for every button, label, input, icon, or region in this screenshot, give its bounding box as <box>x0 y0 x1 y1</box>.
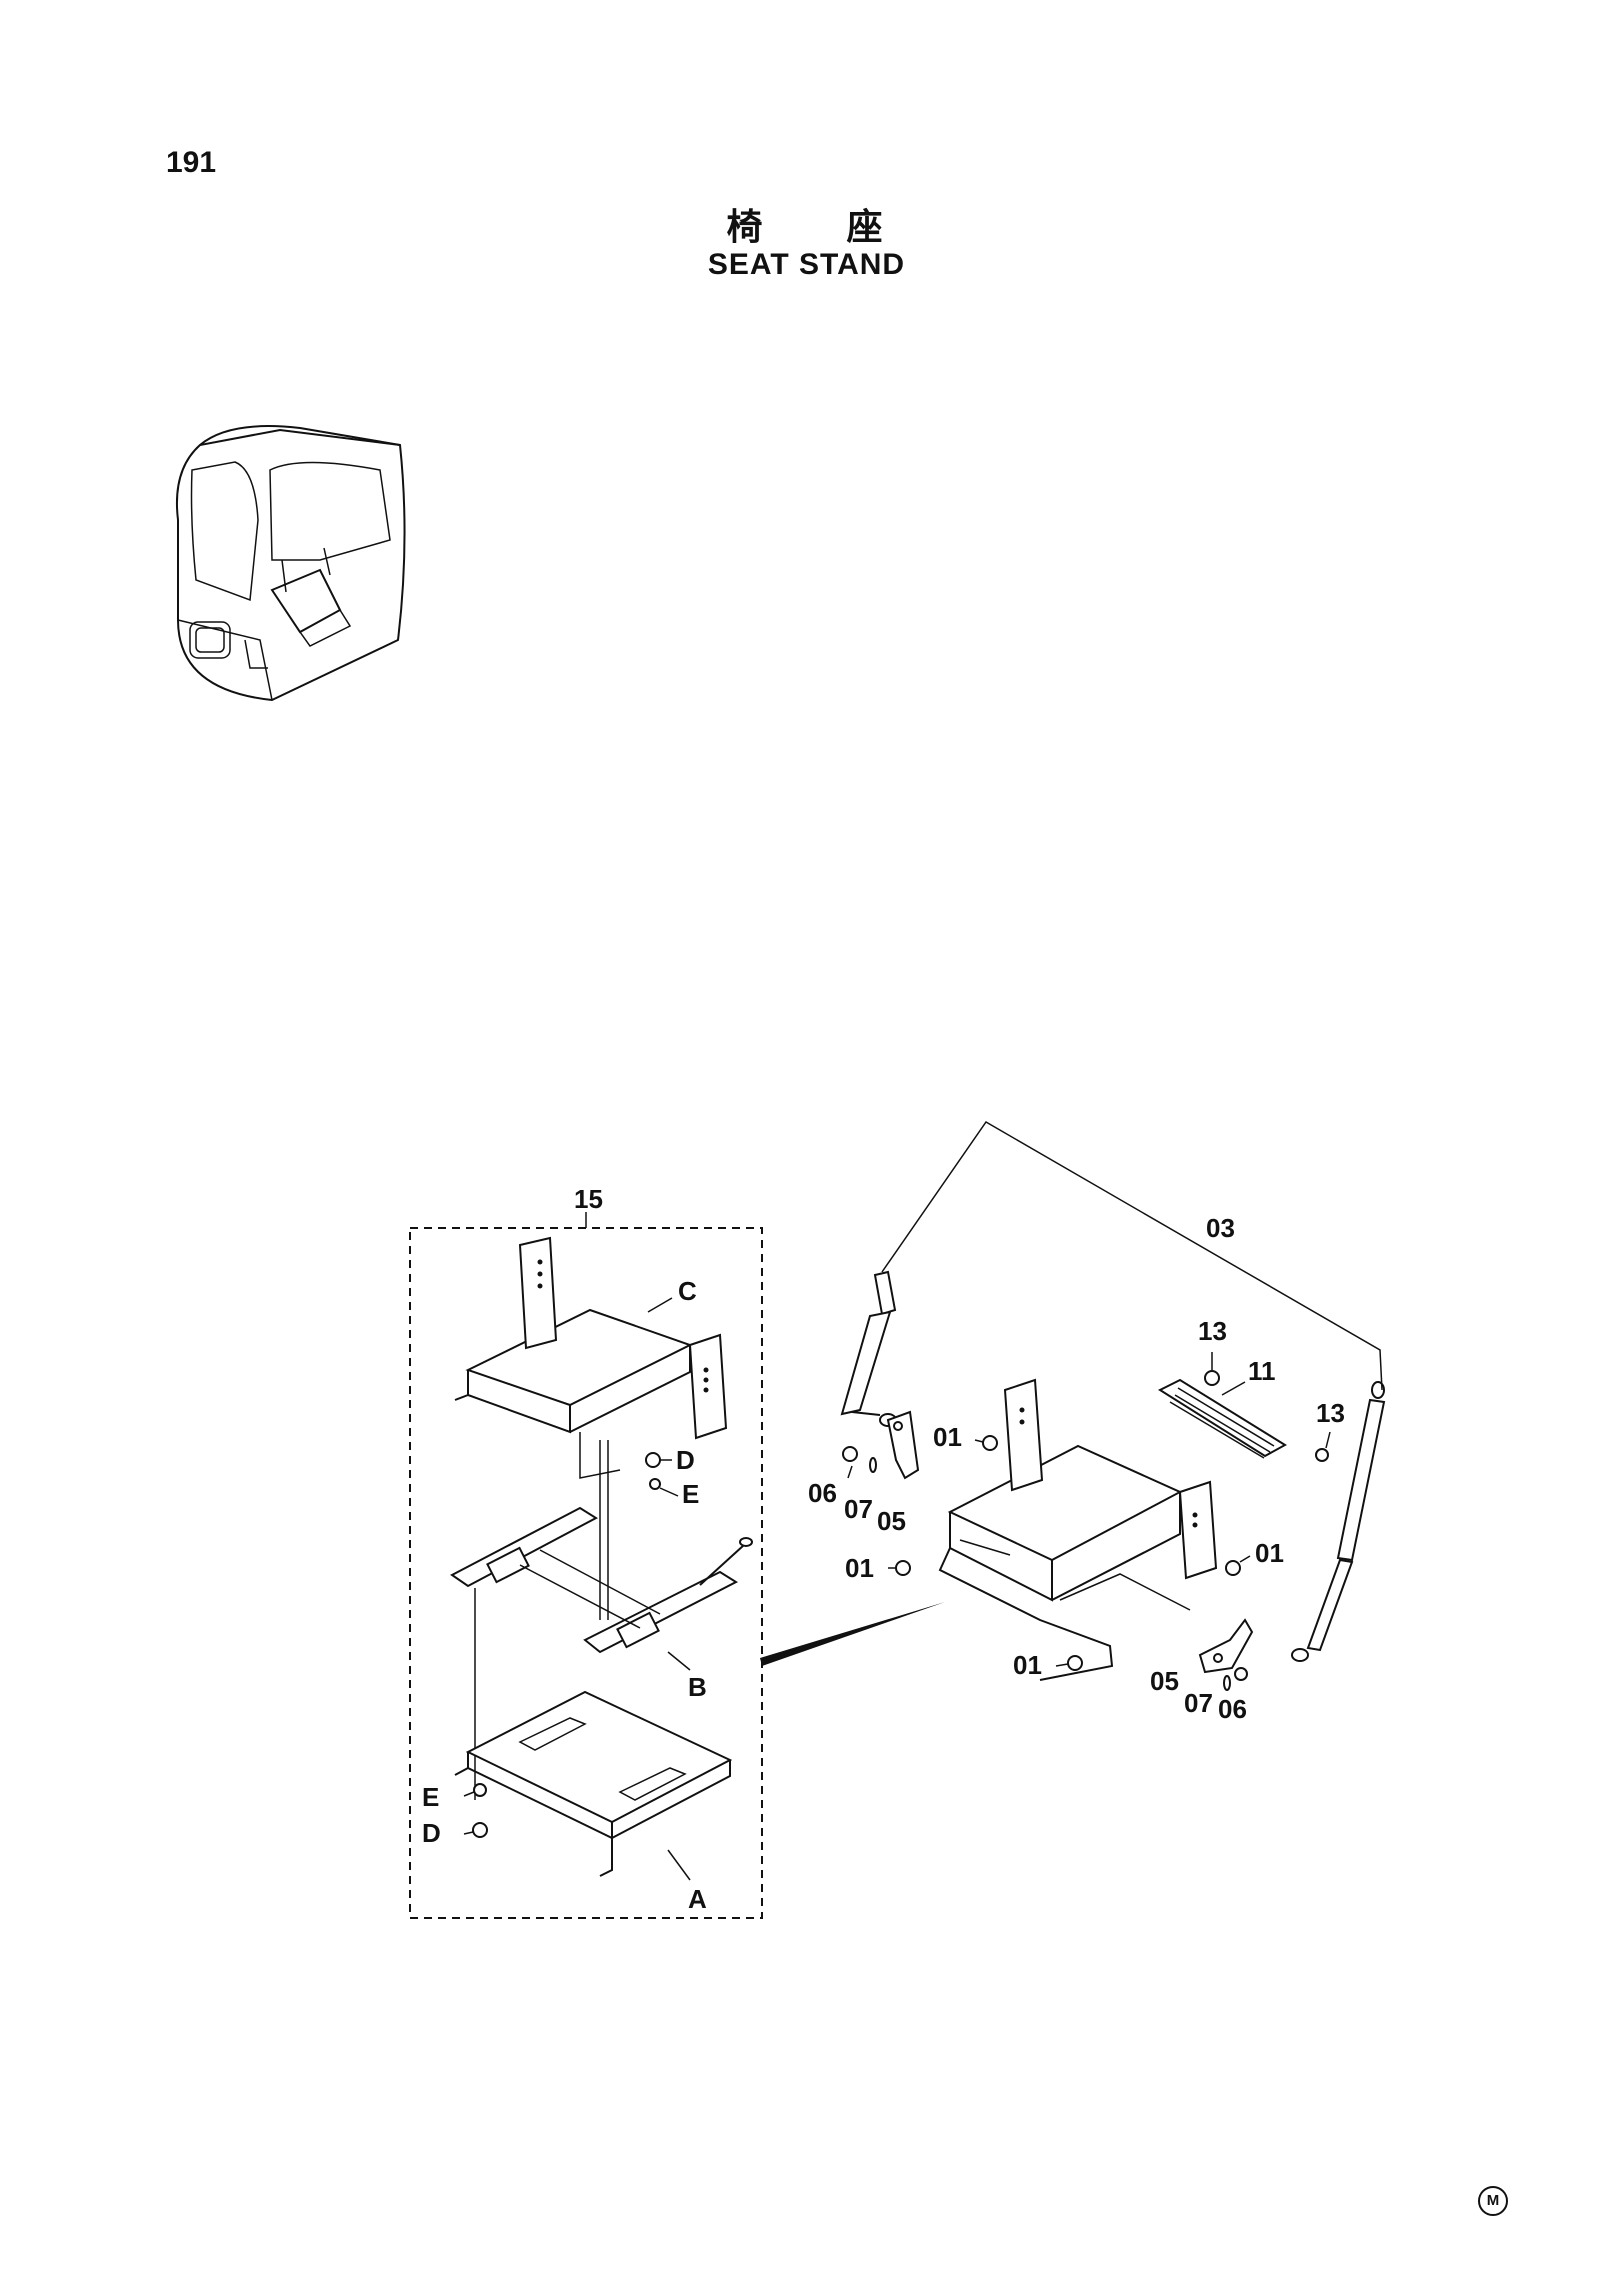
spring-leader <box>881 1121 1383 1391</box>
callout-01-top: 01 <box>933 1422 962 1452</box>
callout-15: 15 <box>574 1184 603 1214</box>
callout-03: 03 <box>1206 1213 1235 1243</box>
callout-A: A <box>688 1884 707 1914</box>
bracket-right <box>1198 1618 1254 1674</box>
callout-07-right: 07 <box>1184 1688 1213 1718</box>
corner-mark: M <box>1478 2186 1508 2216</box>
pointer-arrow <box>760 1602 945 1666</box>
base-plate <box>454 1690 733 1877</box>
bracket-left <box>886 1410 920 1480</box>
page-title: SEAT STAND <box>707 248 906 281</box>
callout-B: B <box>688 1672 707 1702</box>
seat-frame-right <box>938 1378 1218 1681</box>
callout-01-left: 01 <box>845 1553 874 1583</box>
callout-01-right: 01 <box>1255 1538 1284 1568</box>
title-japanese: 椅 座 <box>726 207 887 248</box>
page-number: 191 <box>166 146 217 179</box>
seat-frame-left <box>454 1236 728 1479</box>
callout-13-right: 13 <box>1316 1398 1345 1428</box>
gas-spring-left <box>840 1270 897 1427</box>
callout-C: C <box>678 1276 697 1306</box>
callout-13-left: 13 <box>1198 1316 1227 1346</box>
callout-D-lower: D <box>422 1818 441 1848</box>
callout-11: 11 <box>1248 1356 1276 1386</box>
cover-plate <box>1157 1378 1287 1459</box>
callout-E-lower: E <box>422 1782 439 1812</box>
callout-01-bottom: 01 <box>1013 1650 1042 1680</box>
callout-07-left: 07 <box>844 1494 873 1524</box>
callout-06-left: 06 <box>808 1478 837 1508</box>
callout-05-right: 05 <box>1150 1666 1179 1696</box>
callout-06-right: 06 <box>1218 1694 1247 1724</box>
slide-rail-assembly <box>450 1506 753 1654</box>
callout-D-upper: D <box>676 1445 695 1475</box>
callout-05-left: 05 <box>877 1506 906 1536</box>
gas-spring-right <box>1291 1381 1386 1662</box>
callout-E-upper: E <box>682 1479 699 1509</box>
cab-thumbnail <box>175 425 406 702</box>
